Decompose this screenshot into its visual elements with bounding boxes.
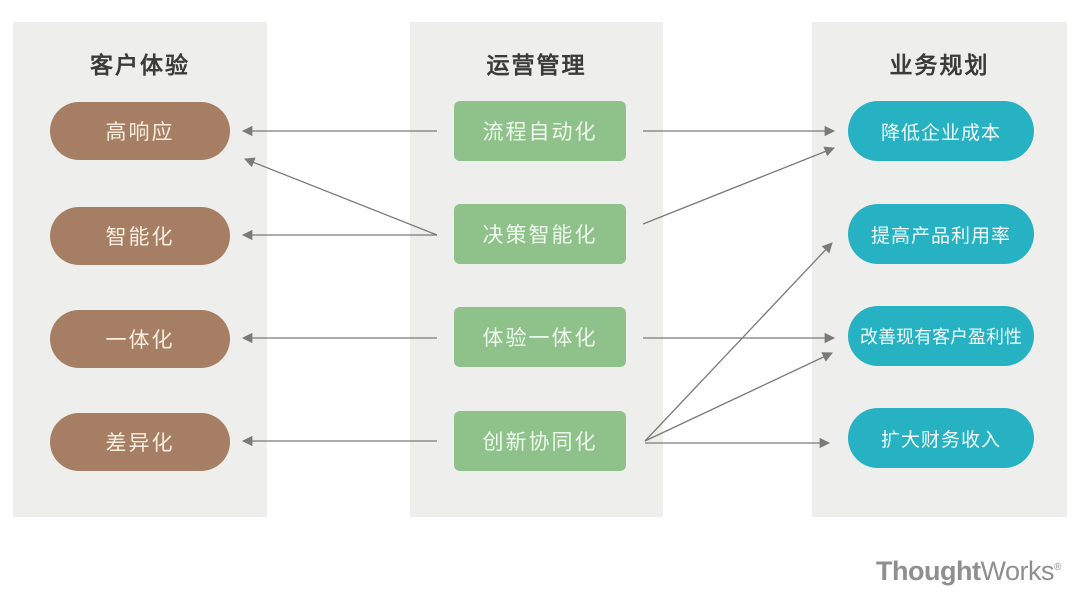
registered-trademark-symbol: ® <box>1053 562 1061 573</box>
connector-decision-intelligence-to-high-responsiveness <box>244 157 438 236</box>
node-reduce-cost: 降低企业成本 <box>848 101 1034 161</box>
connector-innovation-collaboration-to-improve-product-utilization <box>644 242 833 442</box>
node-innovation-collaboration: 创新协同化 <box>454 411 626 471</box>
operations-management-header: 运营管理 <box>486 52 587 78</box>
node-differentiated: 差异化 <box>50 413 230 471</box>
node-improve-customer-profitability: 改善现有客户盈利性 <box>848 306 1034 366</box>
node-integrated: 一体化 <box>50 310 230 368</box>
thoughtworks-logo-bold-part: Thought <box>876 556 981 586</box>
node-experience-integration: 体验一体化 <box>454 307 626 367</box>
node-decision-intelligence: 决策智能化 <box>454 204 626 264</box>
node-intelligent: 智能化 <box>50 207 230 265</box>
node-expand-revenue: 扩大财务收入 <box>848 408 1034 468</box>
customer-experience-header: 客户体验 <box>90 52 190 78</box>
thoughtworks-logo: ThoughtWorks® <box>876 556 1061 587</box>
connector-decision-intelligence-to-reduce-cost <box>642 146 835 225</box>
business-planning-header: 业务规划 <box>889 52 990 78</box>
node-high-responsiveness: 高响应 <box>50 102 230 160</box>
node-improve-product-utilization: 提高产品利用率 <box>848 204 1034 264</box>
node-process-automation: 流程自动化 <box>454 101 626 161</box>
thoughtworks-logo-light-part: Works <box>980 556 1054 586</box>
connector-innovation-collaboration-to-improve-customer-profitability <box>644 352 833 442</box>
